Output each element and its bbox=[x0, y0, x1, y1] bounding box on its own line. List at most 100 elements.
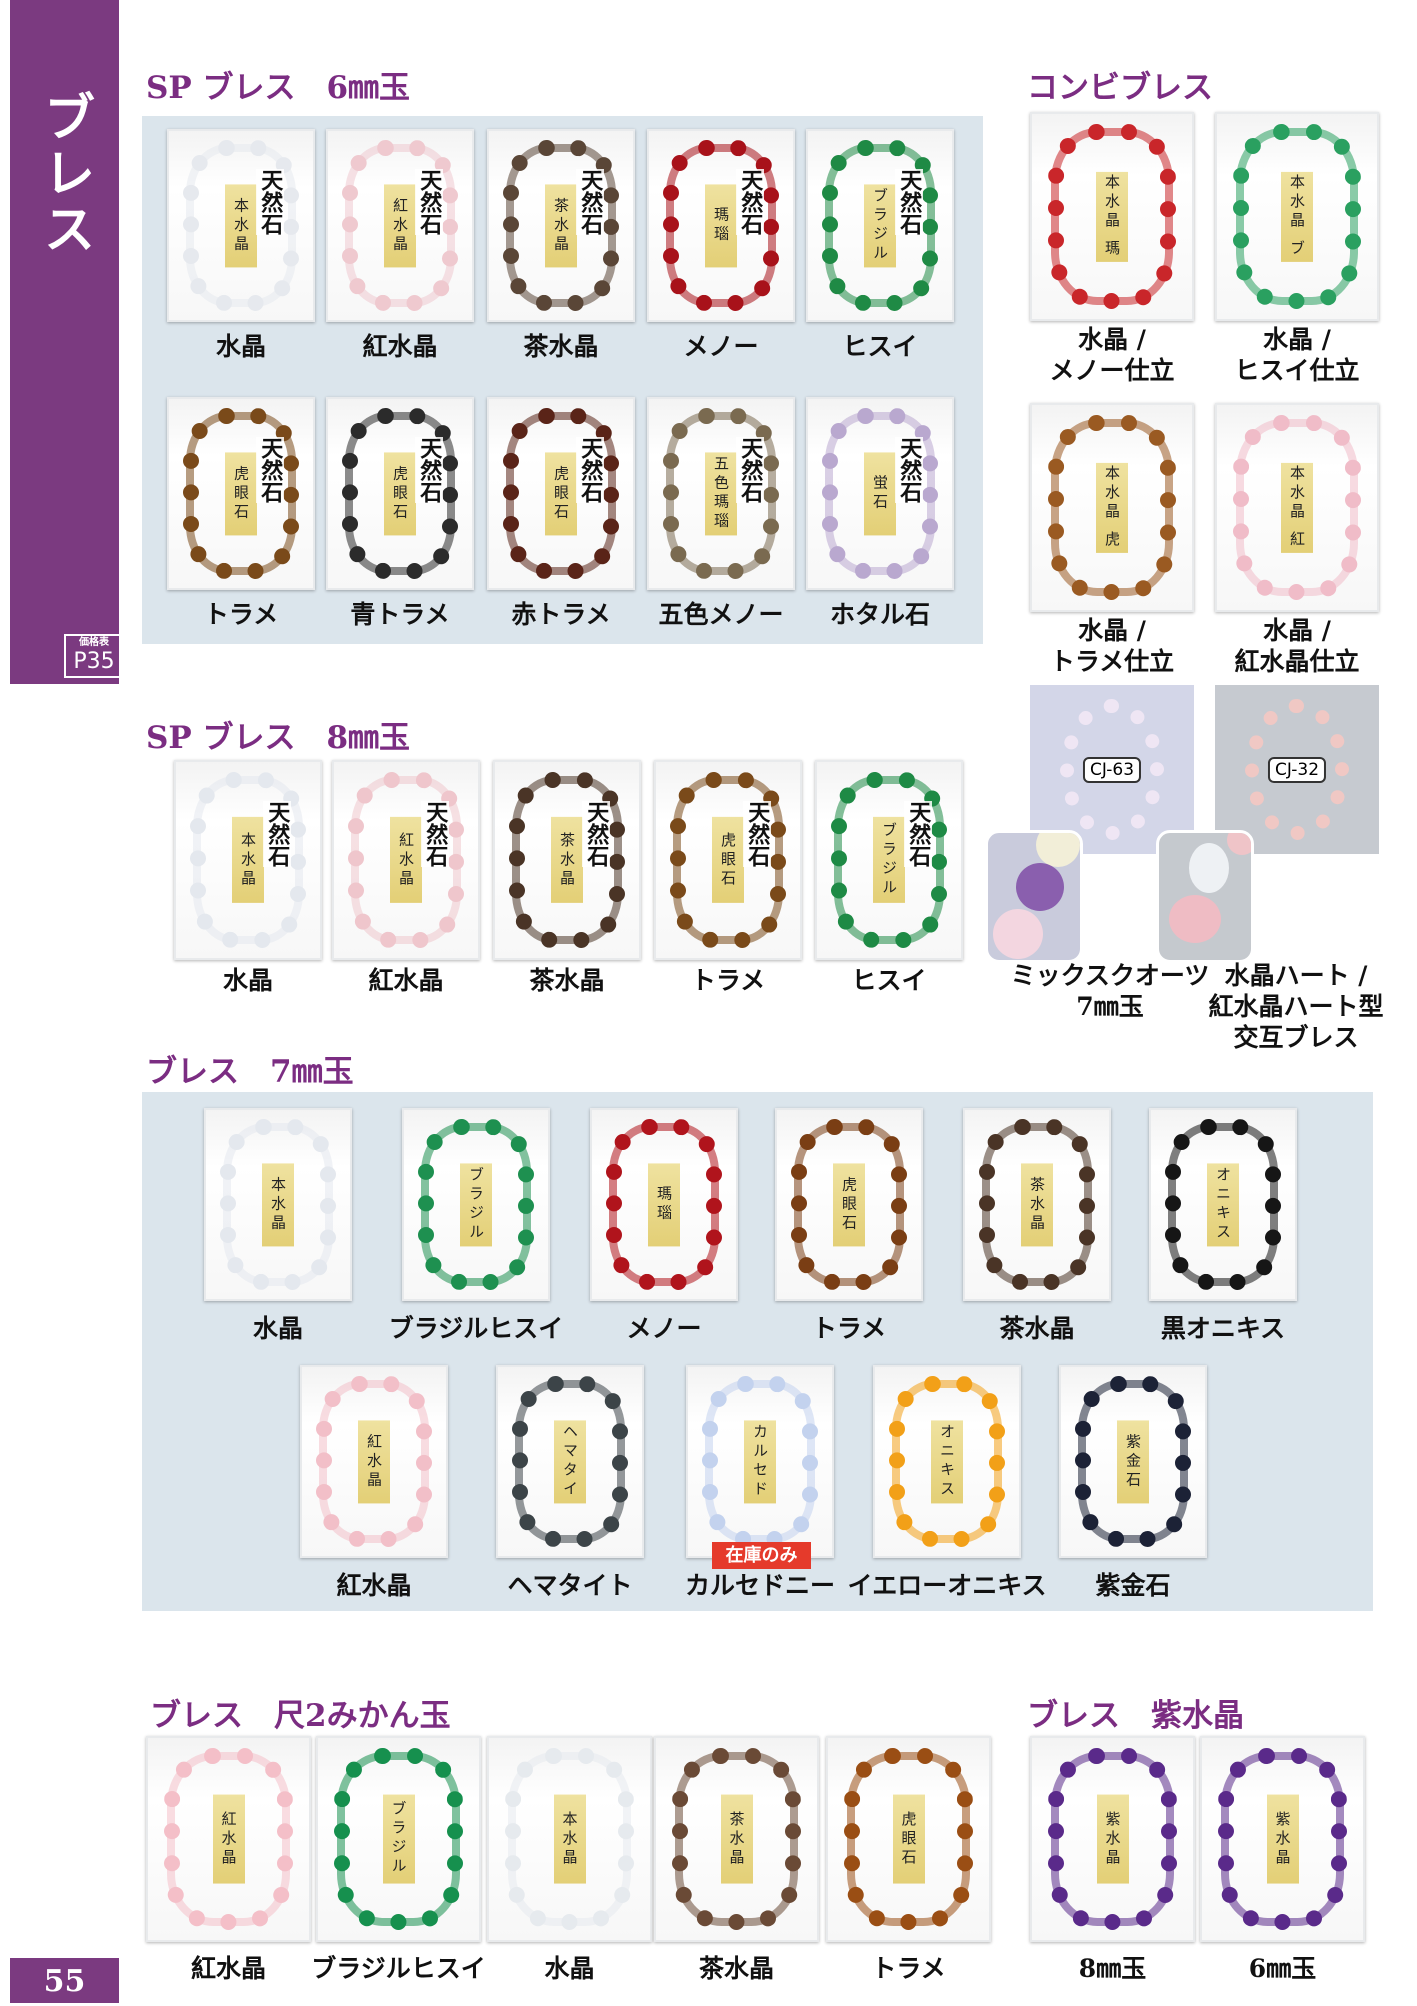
product-item[interactable]: 紫金石紫金石 bbox=[1059, 1365, 1207, 1600]
product-photo: オニキス bbox=[873, 1365, 1021, 1558]
product-item[interactable]: 虎眼石天然石トラメ bbox=[654, 760, 802, 995]
bracelet-beads bbox=[220, 1119, 336, 1290]
product-item[interactable]: 本水晶天然石水晶 bbox=[174, 760, 322, 995]
product-photo: 虎眼石天然石 bbox=[654, 760, 802, 960]
product-photo: 虎眼石天然石 bbox=[167, 397, 315, 590]
product-label: ヒスイ bbox=[842, 332, 918, 361]
natural-stone-card: 天然石 bbox=[263, 801, 292, 868]
product-item[interactable]: 本水晶天然石水晶 bbox=[167, 129, 315, 361]
product-item[interactable]: オニキスイエローオニキス bbox=[847, 1365, 1047, 1600]
natural-stone-card: 天然石 bbox=[576, 436, 605, 503]
product-item[interactable]: 本水晶 ブラジル翡翠水晶 / ヒスイ仕立 bbox=[1215, 112, 1379, 385]
product-item[interactable]: 本水晶 虎眼石水晶 / トラメ仕立 bbox=[1030, 403, 1194, 676]
bracelet-beads bbox=[1075, 1376, 1191, 1547]
product-photo: 茶水晶天然石 bbox=[487, 129, 635, 322]
product-item[interactable]: 瑪瑙メノー bbox=[590, 1108, 738, 1343]
stone-name-tag: 虎眼石 bbox=[892, 1794, 925, 1884]
product-item[interactable]: 虎眼石トラメ bbox=[826, 1736, 991, 1983]
section-title-amethyst: ブレス 紫水晶 bbox=[1027, 1698, 1244, 1734]
product-label: ミックスクオーツ 7㎜玉 bbox=[1010, 961, 1210, 1021]
product-photo: 紫金石 bbox=[1059, 1365, 1207, 1558]
product-photo: カルセドニー bbox=[686, 1365, 834, 1558]
bracelet-beads bbox=[822, 140, 938, 311]
product-label: 茶水晶 bbox=[999, 1314, 1075, 1343]
product-item[interactable]: ブラジル翡翠天然石ヒスイ bbox=[806, 129, 954, 361]
product-item[interactable]: 本水晶水晶 bbox=[204, 1108, 352, 1343]
stone-name-tag: 本水晶 bbox=[225, 183, 257, 268]
product-item[interactable]: ヘマタイトヘマタイト bbox=[496, 1365, 644, 1600]
product-photo: 本水晶 瑪瑙 bbox=[1030, 112, 1194, 321]
bracelet-beads bbox=[672, 1748, 801, 1930]
price-list-label: 価格表 bbox=[79, 637, 109, 648]
stone-name-tag: ブラジル翡翠 bbox=[382, 1794, 415, 1884]
product-label: 紅水晶 bbox=[368, 966, 444, 995]
product-item[interactable]: 茶水晶天然石茶水晶 bbox=[487, 129, 635, 361]
product-label: 水晶 bbox=[215, 332, 266, 361]
bracelet-beads bbox=[606, 1119, 722, 1290]
product-item[interactable]: オニキス黒オニキス bbox=[1149, 1108, 1297, 1343]
product-photo: 本水晶天然石 bbox=[167, 129, 315, 322]
product-item[interactable]: 五色瑪瑙天然石五色メノー bbox=[647, 397, 795, 629]
product-item[interactable]: ブラジル翡翠ブラジルヒスイ bbox=[389, 1108, 563, 1343]
product-item[interactable]: 本水晶水晶 bbox=[487, 1736, 652, 1983]
section-title-combi: コンビブレス bbox=[1027, 70, 1213, 106]
bracelet-beads bbox=[183, 140, 299, 311]
product-photo: 虎眼石天然石 bbox=[326, 397, 474, 590]
product-label: 赤トラメ bbox=[511, 600, 611, 629]
product-photo: 紅水晶天然石 bbox=[326, 129, 474, 322]
product-item[interactable]: 瑪瑙天然石メノー bbox=[647, 129, 795, 361]
product-item[interactable]: 本水晶 瑪瑙水晶 / メノー仕立 bbox=[1030, 112, 1194, 385]
product-label: 水晶 / メノー仕立 bbox=[1049, 325, 1175, 385]
product-photo: 紫水晶 bbox=[1030, 1736, 1195, 1942]
product-photo: 虎眼石 bbox=[826, 1736, 991, 1942]
natural-stone-card: 天然石 bbox=[415, 168, 444, 235]
bracelet-beads bbox=[509, 771, 625, 949]
product-label: ブラジルヒスイ bbox=[388, 1314, 564, 1343]
product-item[interactable]: 紅水晶紅水晶 bbox=[300, 1365, 448, 1600]
product-item[interactable]: ブラジル翡翠ブラジルヒスイ bbox=[311, 1736, 486, 1983]
product-item[interactable]: 茶水晶天然石茶水晶 bbox=[493, 760, 641, 995]
product-item[interactable]: 蛍石天然石ホタル石 bbox=[806, 397, 954, 629]
product-label: トラメ bbox=[811, 1314, 887, 1343]
product-item[interactable]: 虎眼石トラメ bbox=[775, 1108, 923, 1343]
product-label: 紅水晶 bbox=[336, 1571, 412, 1600]
product-item[interactable]: 虎眼石天然石青トラメ bbox=[326, 397, 474, 629]
product-item[interactable]: 虎眼石天然石赤トラメ bbox=[487, 397, 635, 629]
product-photo: ブラジル翡翠 bbox=[402, 1108, 550, 1301]
natural-stone-card: 天然石 bbox=[256, 436, 285, 503]
natural-stone-card: 天然石 bbox=[256, 168, 285, 235]
natural-stone-card: 天然石 bbox=[582, 801, 611, 868]
product-item[interactable]: 虎眼石天然石トラメ bbox=[167, 397, 315, 629]
product-item[interactable]: 紅水晶天然石紅水晶 bbox=[332, 760, 480, 995]
product-photo: 紅水晶天然石 bbox=[332, 760, 480, 960]
product-label: 茶水晶 bbox=[698, 1954, 774, 1983]
bracelet-beads bbox=[190, 771, 306, 949]
product-item[interactable]: 紅水晶紅水晶 bbox=[146, 1736, 311, 1983]
natural-stone-card: 天然石 bbox=[736, 168, 765, 235]
product-item[interactable]: 茶水晶茶水晶 bbox=[963, 1108, 1111, 1343]
bracelet-beads bbox=[342, 408, 458, 579]
price-list-reference[interactable]: 価格表 P35 bbox=[64, 634, 124, 678]
category-title: ブレス bbox=[34, 90, 95, 258]
product-item[interactable]: 茶水晶茶水晶 bbox=[654, 1736, 819, 1983]
product-photo: 瑪瑙 bbox=[590, 1108, 738, 1301]
in-stock-only-badge: 在庫のみ bbox=[712, 1542, 811, 1569]
stone-name-tag: オニキス bbox=[1207, 1162, 1239, 1247]
bead bbox=[1016, 863, 1064, 911]
stone-name-tag: 五色瑪瑙 bbox=[705, 451, 737, 536]
natural-stone-card: 天然石 bbox=[904, 801, 933, 868]
stone-name-tag: 本水晶 瑪瑙 bbox=[1096, 171, 1128, 262]
product-item[interactable]: 本水晶 紅水晶水晶 / 紅水晶仕立 bbox=[1215, 403, 1379, 676]
stone-name-tag: オニキス bbox=[931, 1419, 963, 1504]
natural-stone-card: 天然石 bbox=[576, 168, 605, 235]
product-item[interactable]: ブラジル翡翠天然石ヒスイ bbox=[815, 760, 963, 995]
bead bbox=[1169, 895, 1221, 943]
product-item[interactable]: 紅水晶天然石紅水晶 bbox=[326, 129, 474, 361]
product-item[interactable]: カルセドニーカルセドニー bbox=[685, 1365, 835, 1600]
product-label: イエローオニキス bbox=[847, 1571, 1047, 1600]
product-photo: 蛍石天然石 bbox=[806, 397, 954, 590]
stone-name-tag: 茶水晶 bbox=[720, 1794, 753, 1884]
product-label: 水晶 / トラメ仕立 bbox=[1049, 616, 1175, 676]
